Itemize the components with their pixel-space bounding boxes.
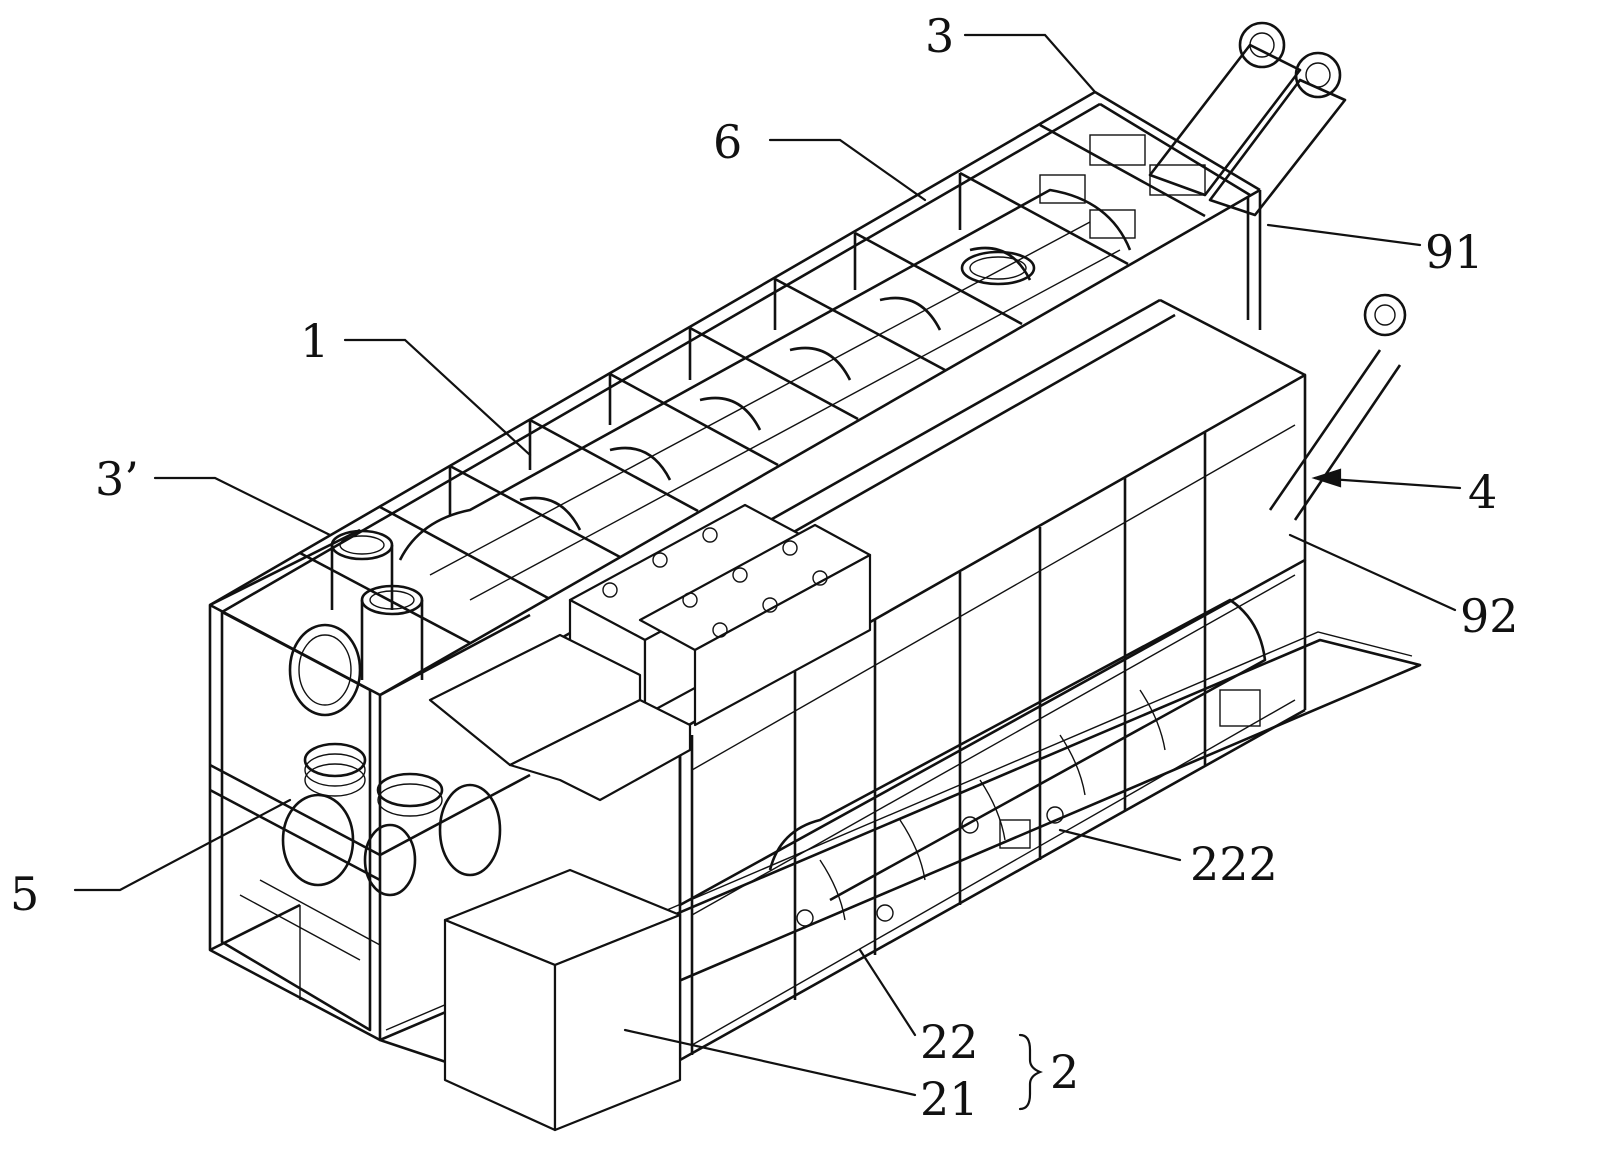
tank-body xyxy=(398,188,1132,601)
label-6: 6 xyxy=(713,115,742,169)
label-91: 91 xyxy=(1425,225,1484,279)
cube-21 xyxy=(443,868,682,1132)
duct xyxy=(428,633,692,802)
label-3-prime: 3’ xyxy=(95,452,139,506)
nozzles-3prime xyxy=(330,529,424,680)
label-22: 22 xyxy=(920,1015,979,1069)
inclined-conveyor-4 xyxy=(1268,293,1407,521)
label-21: 21 xyxy=(920,1072,979,1126)
label-3: 3 xyxy=(925,9,954,63)
lower-tank-22 xyxy=(768,598,1267,927)
label-4: 4 xyxy=(1468,465,1497,519)
control-boxes xyxy=(568,503,872,727)
label-5: 5 xyxy=(10,867,39,921)
base-skid xyxy=(378,631,1422,1072)
labels: 3 6 91 1 4 3’ 92 5 222 22 21 2 xyxy=(10,9,1519,1126)
rear-conveyors xyxy=(1039,21,1347,239)
manhole-6 xyxy=(960,250,1036,286)
left-lower-frame xyxy=(208,528,531,1042)
label-1: 1 xyxy=(300,314,329,368)
label-92: 92 xyxy=(1460,589,1519,643)
label-222: 222 xyxy=(1190,837,1278,891)
label-2: 2 xyxy=(1050,1045,1079,1099)
leader-lines xyxy=(73,33,1462,1111)
bellows-5 xyxy=(281,623,502,897)
